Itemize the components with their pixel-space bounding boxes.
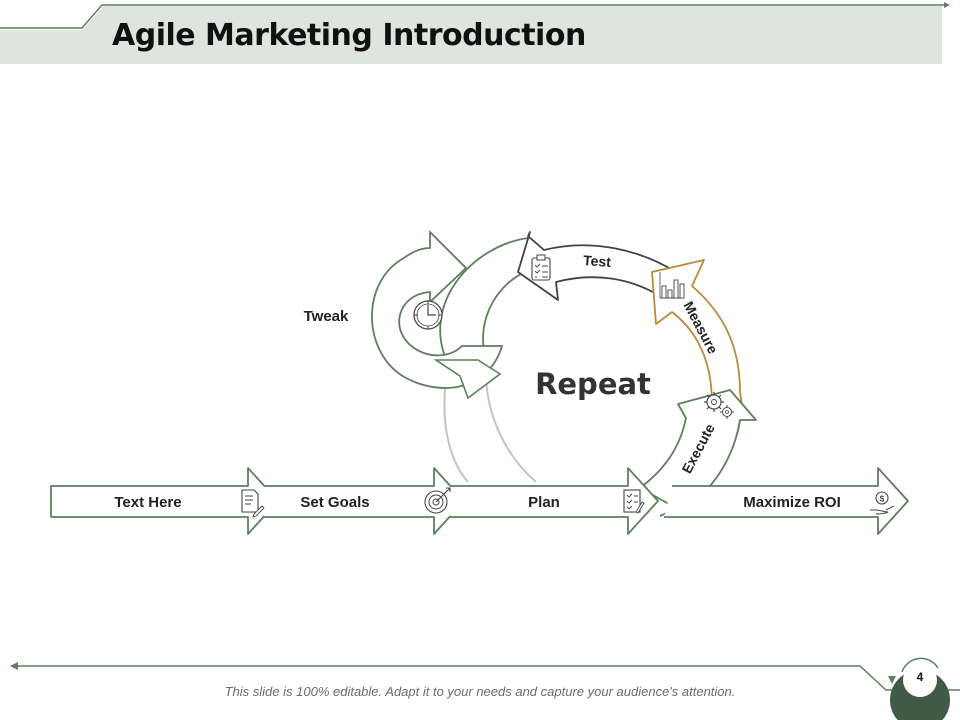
checklist-icon: [623, 489, 645, 514]
svg-text:$: $: [880, 495, 885, 504]
cycle-label-test: Test: [583, 252, 612, 270]
bar-chart-icon: [659, 272, 685, 299]
repeat-label: Repeat: [535, 367, 651, 401]
step-label-maximize-roi: Maximize ROI: [743, 494, 841, 511]
step-arrow-3: [450, 467, 659, 535]
money-hand-icon: $: [870, 491, 895, 515]
footer-note: This slide is 100% editable. Adapt it to…: [224, 684, 736, 699]
step-arrow-1: [50, 467, 279, 535]
page-number: 4: [916, 670, 924, 684]
step-arrow-4: [664, 467, 909, 535]
clock-icon: [413, 300, 443, 330]
step-label-text-here: Text Here: [114, 494, 181, 511]
document-icon: [241, 489, 265, 518]
tweak-connector: [443, 377, 537, 483]
slide-title: Agile Marketing Introduction: [112, 18, 586, 53]
header-band: [0, 2, 950, 64]
tweak-label: Tweak: [304, 308, 349, 325]
step-label-plan: Plan: [528, 494, 560, 511]
tweak-circular-arrow: [371, 229, 504, 400]
clipboard-checklist-icon: [531, 254, 551, 281]
target-icon: [424, 487, 451, 514]
page-badge: [888, 657, 950, 720]
step-label-set-goals: Set Goals: [300, 494, 369, 511]
gears-icon: [704, 392, 734, 419]
